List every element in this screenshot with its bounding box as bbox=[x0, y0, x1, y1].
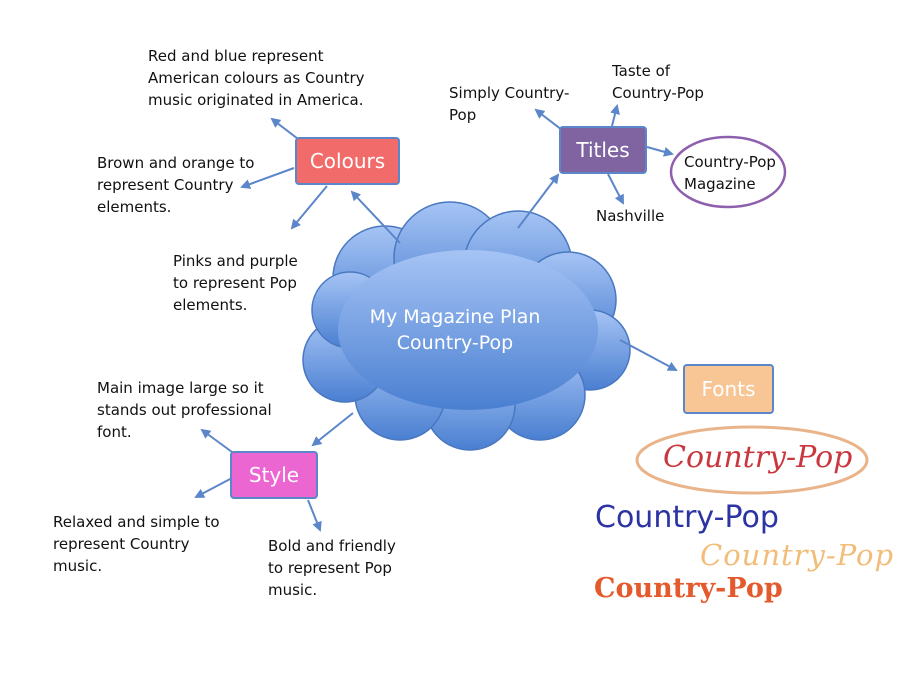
titles-node: Titles bbox=[559, 126, 647, 174]
colours-note-pinks-purple: Pinks and purple to represent Pop elemen… bbox=[173, 252, 298, 314]
arrow-style-to-note-3 bbox=[307, 499, 322, 532]
font-sample-outline bbox=[635, 425, 869, 495]
titles-note-simply: Simply Country- Pop bbox=[449, 84, 570, 124]
titles-note-nashville: Nashville bbox=[596, 207, 665, 225]
chosen-title-outline bbox=[669, 135, 787, 209]
font-sample-peach: Country-Pop bbox=[700, 538, 895, 572]
arrow-titles-to-note-2 bbox=[610, 104, 620, 127]
arrow-colours-to-note-2 bbox=[240, 167, 295, 189]
style-note-relaxed: Relaxed and simple to represent Country … bbox=[53, 513, 220, 575]
arrow-cloud-to-fonts bbox=[619, 339, 678, 371]
style-note-main-image: Main image large so it stands out profes… bbox=[97, 379, 272, 441]
titles-chosen: Country-Pop Magazine bbox=[684, 153, 776, 193]
arrow-titles-to-note-3 bbox=[607, 173, 624, 205]
colours-note-brown-orange: Brown and orange to represent Country el… bbox=[97, 154, 255, 216]
central-topic-line-2: Country-Pop bbox=[396, 332, 514, 354]
central-topic: My Magazine Plan Country-Pop bbox=[330, 304, 580, 356]
titles-note-taste: Taste of Country-Pop bbox=[612, 62, 704, 102]
arrow-cloud-to-colours bbox=[350, 190, 401, 244]
arrow-titles-to-chosen bbox=[646, 146, 674, 157]
style-node: Style bbox=[230, 451, 318, 499]
arrow-style-to-note-2 bbox=[194, 477, 233, 498]
colours-note-red-blue: Red and blue represent American colours … bbox=[148, 47, 365, 109]
central-topic-line-1: My Magazine Plan bbox=[369, 306, 541, 328]
arrow-colours-to-note-3 bbox=[290, 185, 328, 230]
arrow-cloud-to-style bbox=[311, 412, 354, 447]
arrow-titles-to-note-1 bbox=[534, 108, 563, 131]
arrow-cloud-to-titles bbox=[517, 173, 560, 229]
font-sample-navy: Country-Pop bbox=[595, 500, 779, 535]
style-note-bold: Bold and friendly to represent Pop music… bbox=[268, 537, 396, 599]
font-sample-bold-orange: Country-Pop bbox=[594, 573, 783, 604]
central-cloud bbox=[302, 201, 631, 451]
font-sample-script-red: Country-Pop bbox=[663, 440, 853, 475]
arrow-style-to-note-1 bbox=[200, 428, 233, 453]
colours-node: Colours bbox=[295, 137, 400, 185]
fonts-node: Fonts bbox=[683, 364, 774, 414]
